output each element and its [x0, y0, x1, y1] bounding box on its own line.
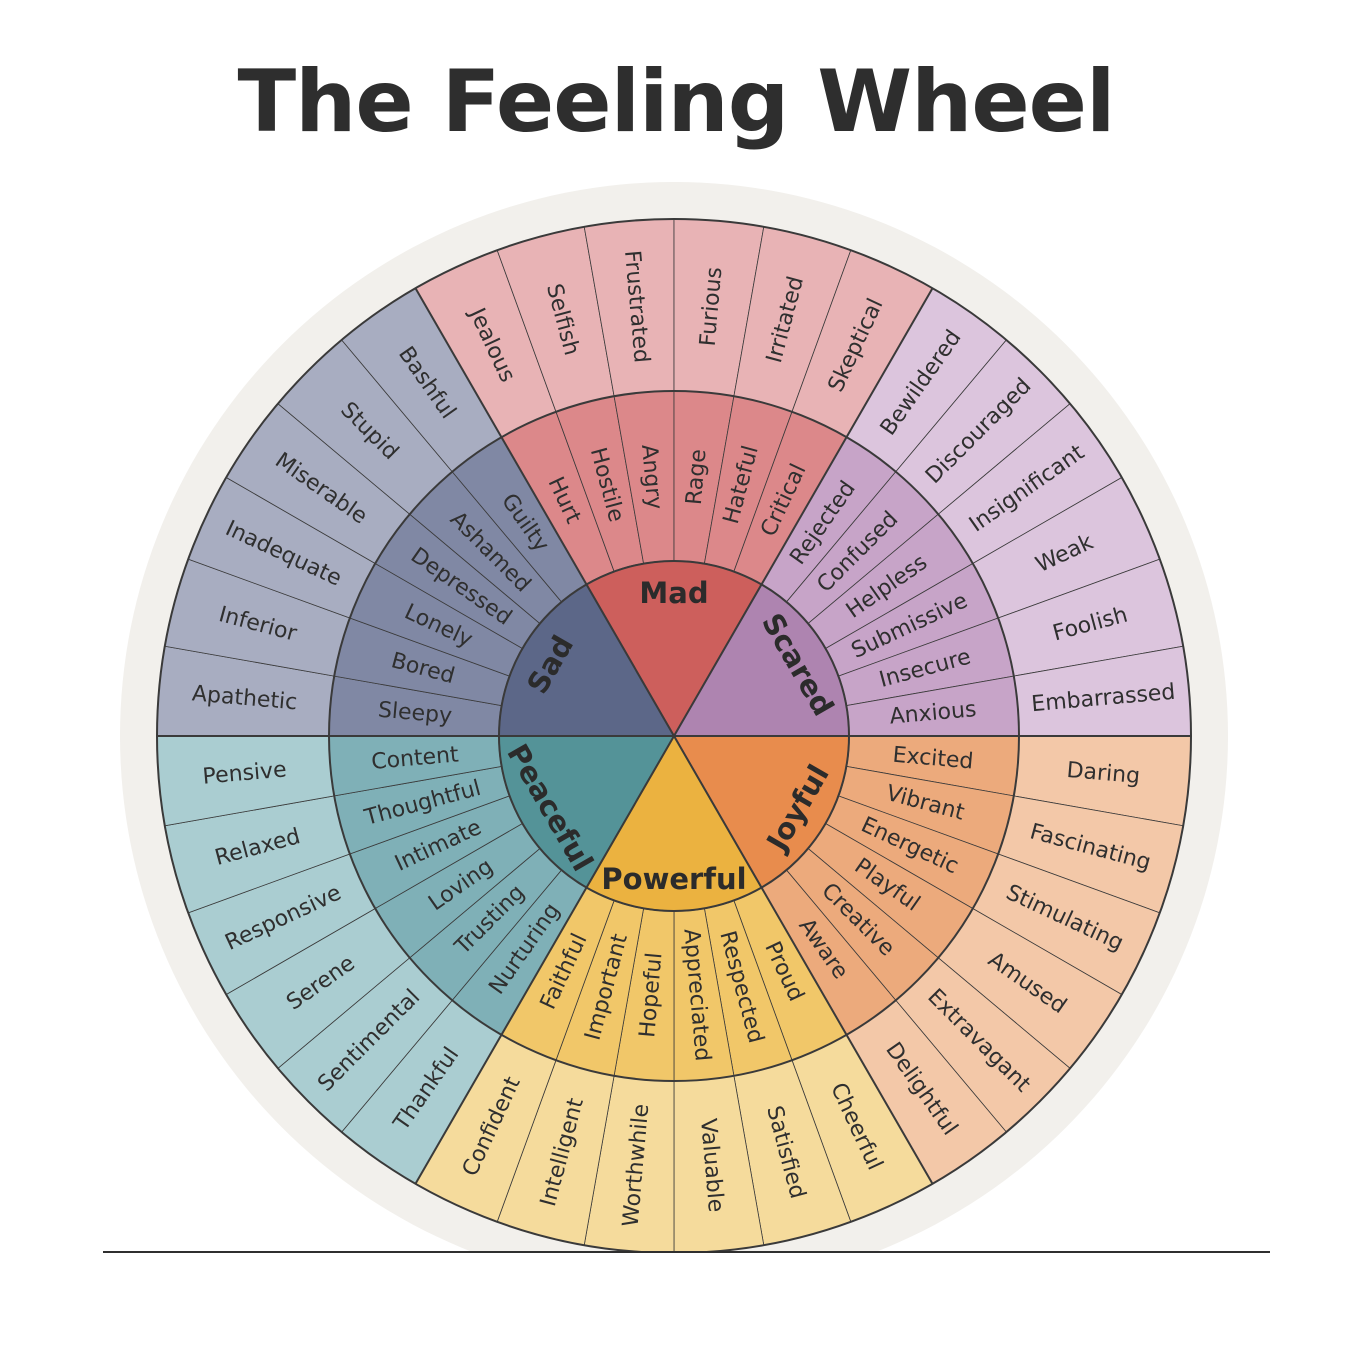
middle-label-angry: Angry — [636, 444, 667, 511]
middle-label-rage: Rage — [682, 448, 712, 506]
divider-line — [103, 1251, 1270, 1253]
category-divider-powerful — [673, 735, 934, 1185]
category-divider-scared — [673, 287, 934, 737]
core-label-mad: Mad — [639, 576, 708, 610]
category-divider-mad — [414, 287, 675, 737]
wheel-dividers — [156, 218, 1192, 1251]
category-divider-peaceful — [414, 735, 675, 1185]
page-title: The Feeling Wheel — [237, 52, 1116, 152]
outer-boundary — [156, 218, 1192, 1251]
core-boundary — [498, 560, 850, 912]
middle-boundary — [328, 390, 1020, 1082]
core-label-powerful: Powerful — [601, 862, 746, 896]
